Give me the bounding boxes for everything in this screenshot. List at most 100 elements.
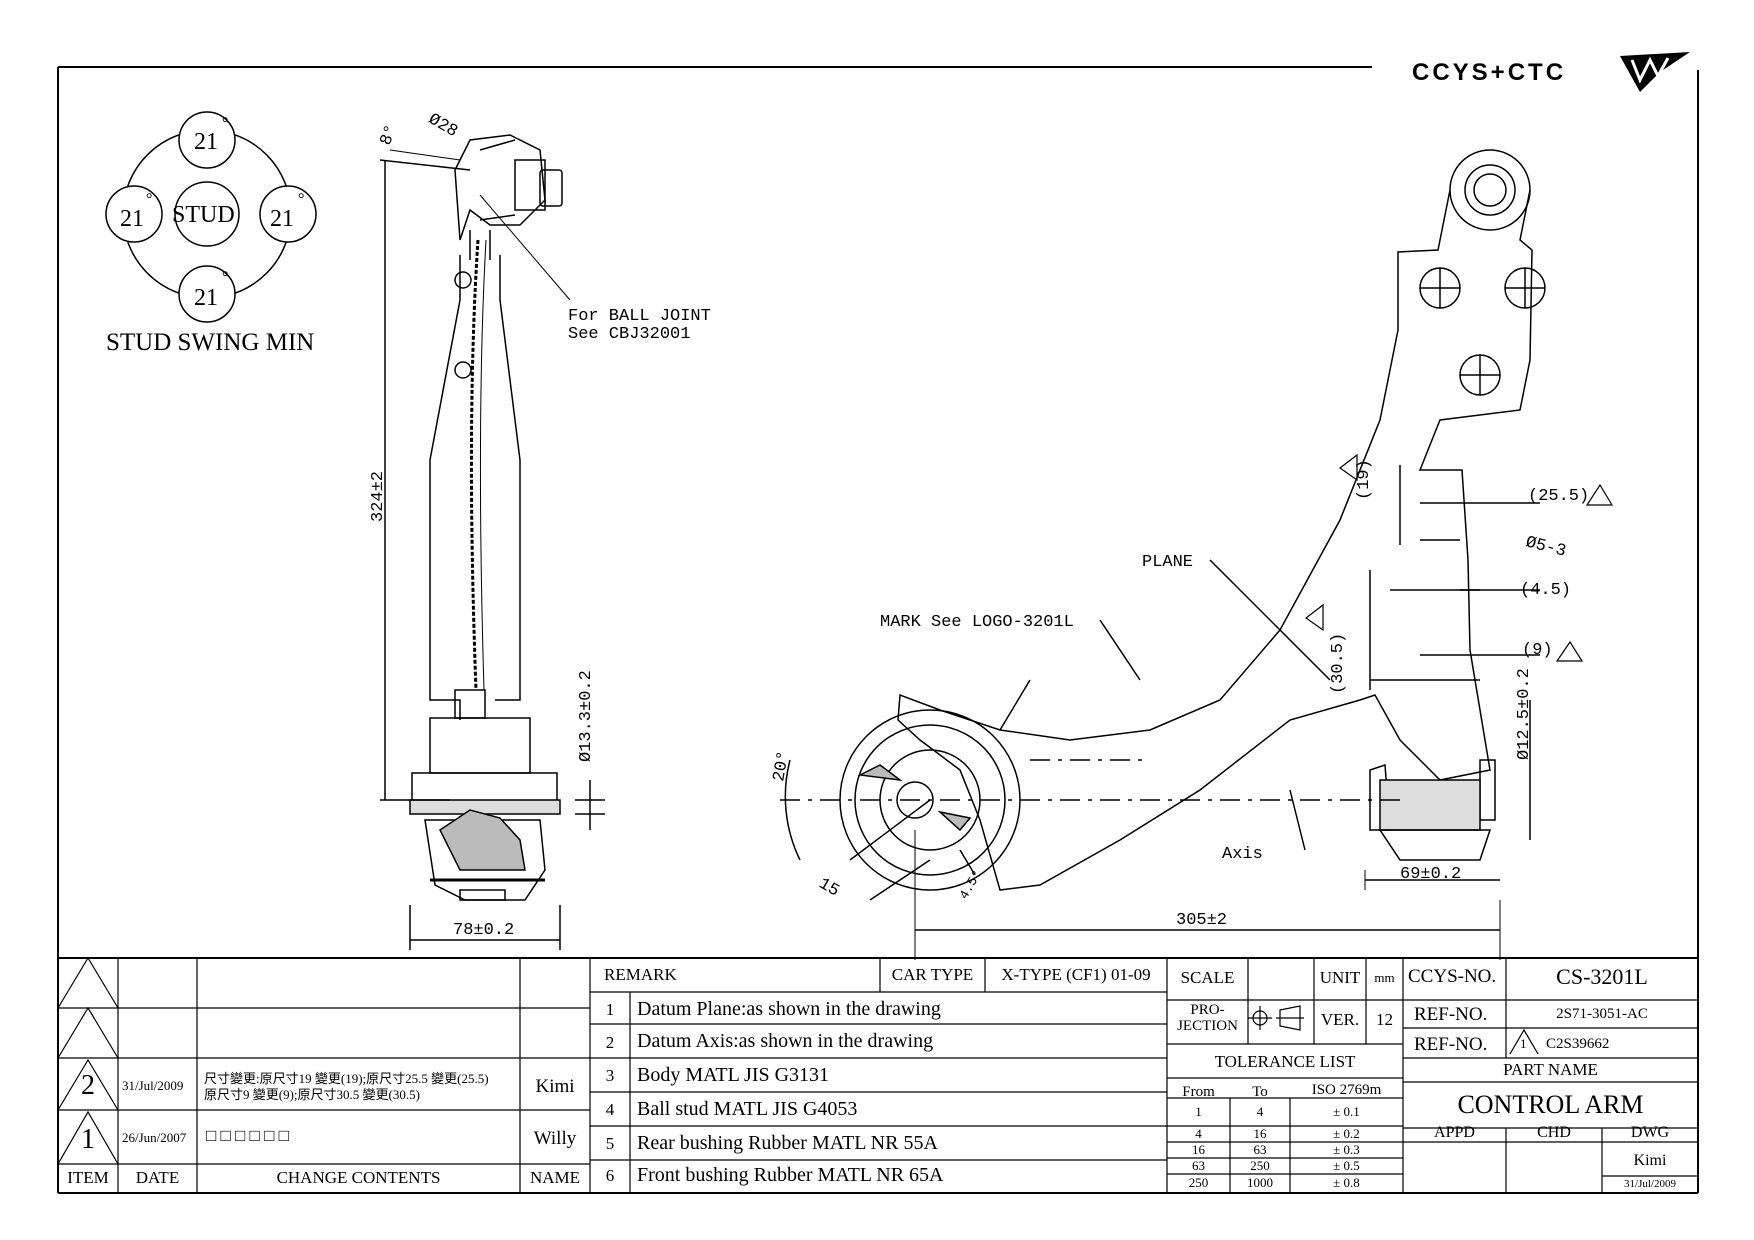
ref-number-2: C2S39662 <box>1546 1036 1610 1052</box>
tol-from-4: 63 <box>1192 1158 1205 1173</box>
tol-to-5: 1000 <box>1247 1175 1273 1190</box>
plan-dim-30-5: (30.5) <box>1329 633 1348 694</box>
ver-label: VER. <box>1320 1010 1360 1029</box>
revision-name-2: Kimi <box>535 1076 575 1097</box>
part-name: CONTROL ARM <box>1457 1090 1644 1119</box>
tol-to-1: 4 <box>1256 1104 1264 1119</box>
revision-markers <box>1304 453 1614 662</box>
side-length-dim: 324±2 <box>369 471 388 522</box>
tol-to-4: 250 <box>1250 1158 1270 1173</box>
ref-number-1: 2S71-3051-AC <box>1556 1006 1648 1022</box>
remark-no-2: 2 <box>605 1033 615 1052</box>
ccys-number: CS-3201L <box>1556 964 1648 989</box>
plan-dim-12-5: Ø12.5±0.2 <box>1515 668 1534 760</box>
remark-no-5: 5 <box>605 1134 615 1153</box>
remark-no-3: 3 <box>605 1066 615 1085</box>
plan-dim-5-3: Ø5-3 <box>1524 533 1568 561</box>
swing-bottom-value: 21 <box>194 285 218 311</box>
car-type-label: CAR TYPE <box>891 965 974 984</box>
tol-value-2: ± 0.2 <box>1333 1126 1360 1141</box>
tol-header-iso: ISO 2769m <box>1311 1082 1382 1098</box>
plan-dim-69: 69±0.2 <box>1400 865 1461 884</box>
remark-text-2: Datum Axis:as shown in the drawing <box>637 1030 934 1052</box>
swing-right-value: 21 <box>270 206 294 232</box>
tol-value-3: ± 0.3 <box>1333 1142 1360 1157</box>
swing-right-degree: ° <box>298 191 304 208</box>
revision-contents-2a: 尺寸變更:原尺寸19 變更(19);原尺寸25.5 變更(25.5) <box>204 1071 489 1086</box>
side-note-line2: See CBJ32001 <box>568 325 690 344</box>
side-dia-dim: Ø28 <box>425 110 461 142</box>
revision-item-1: 1 <box>81 1124 95 1155</box>
projection-label-2: JECTION <box>1177 1018 1238 1034</box>
side-view-drawing <box>379 134 605 950</box>
revision-header-contents: CHANGE CONTENTS <box>276 1168 441 1187</box>
projection-label-1: PRO- <box>1190 1002 1225 1018</box>
swing-caption: STUD SWING MIN <box>106 329 314 356</box>
unit-label: UNIT <box>1319 968 1361 987</box>
plan-label-plane: PLANE <box>1142 553 1193 572</box>
ref-label-2: REF-NO. <box>1414 1034 1488 1055</box>
plan-label-axis: Axis <box>1222 845 1263 864</box>
plan-label-mark: MARK See LOGO-3201L <box>880 613 1074 632</box>
tol-from-5: 250 <box>1188 1175 1209 1190</box>
revision-header-date: DATE <box>135 1168 180 1187</box>
remark-no-1: 1 <box>605 1000 615 1019</box>
side-note-line1: For BALL JOINT <box>568 307 711 326</box>
logo-text: CCYS+CTC <box>1412 59 1566 86</box>
plan-dim-305: 305±2 <box>1176 911 1227 930</box>
ref-label-1: REF-NO. <box>1414 1004 1488 1025</box>
remark-header: REMARK <box>604 965 677 984</box>
stud-swing-diagram <box>105 111 317 323</box>
chd-label: CHD <box>1537 1124 1571 1141</box>
part-name-label: PART NAME <box>1503 1060 1598 1079</box>
plan-dim-15: 15 <box>815 875 842 902</box>
tol-value-4: ± 0.5 <box>1333 1158 1360 1173</box>
tol-from-2: 4 <box>1195 1126 1202 1141</box>
revision-date-2: 31/Jul/2009 <box>122 1078 184 1093</box>
dwg-name: Kimi <box>1633 1152 1667 1169</box>
swing-bottom-degree: ° <box>222 269 228 286</box>
drawing-frame <box>57 66 1699 1194</box>
swing-top-degree: ° <box>222 115 228 132</box>
plan-dim-20: 20° <box>770 750 794 783</box>
side-bush-dia-dim: Ø13.3±0.2 <box>577 670 596 762</box>
plan-view-drawing <box>780 149 1546 960</box>
swing-center-label: STUD <box>172 202 235 228</box>
remark-text-1: Datum Plane:as shown in the drawing <box>637 998 941 1020</box>
remark-no-4: 4 <box>605 1100 615 1119</box>
appd-label: APPD <box>1434 1124 1475 1141</box>
revision-name-1: Willy <box>533 1128 577 1149</box>
dwg-label: DWG <box>1630 1124 1670 1141</box>
scale-label: SCALE <box>1180 968 1235 987</box>
tol-header-to: To <box>1252 1084 1268 1100</box>
revision-date-1: 26/Jun/2007 <box>122 1130 187 1145</box>
tol-from-1: 1 <box>1195 1104 1202 1119</box>
swing-left-degree: ° <box>146 191 152 208</box>
remark-text-3: Body MATL JIS G3131 <box>637 1064 830 1086</box>
revision-contents-2b: 原尺寸9 變更(9);原尺寸30.5 變更(30.5) <box>204 1087 420 1102</box>
plan-dim-19: (19) <box>1355 459 1374 500</box>
tol-value-1: ± 0.1 <box>1333 1104 1360 1119</box>
side-width-dim: 78±0.2 <box>453 921 514 940</box>
ver-value: 12 <box>1376 1010 1393 1029</box>
tol-header-from: From <box>1182 1084 1215 1100</box>
swing-left-value: 21 <box>120 206 144 232</box>
remark-no-6: 6 <box>605 1166 615 1185</box>
swing-top-value: 21 <box>194 129 218 155</box>
revision-header-item: ITEM <box>67 1168 109 1187</box>
revision-header-name: NAME <box>529 1168 581 1187</box>
ccys-label: CCYS-NO. <box>1408 966 1497 987</box>
revision-contents-1: □ □ □ □ □ □ <box>206 1126 289 1145</box>
remark-text-4: Ball stud MATL JIS G4053 <box>637 1098 858 1120</box>
ref-rev-mark: 1 <box>1520 1036 1527 1051</box>
title-block-grid <box>57 956 1698 1193</box>
plan-dim-4-5: (4.5) <box>1520 581 1571 600</box>
tol-from-3: 16 <box>1192 1142 1205 1157</box>
tol-to-2: 16 <box>1253 1126 1267 1141</box>
tol-value-5: ± 0.8 <box>1333 1175 1360 1190</box>
plan-dim-25-5: (25.5) <box>1528 487 1589 506</box>
remark-text-5: Rear bushing Rubber MATL NR 55A <box>637 1132 938 1154</box>
remark-text-6: Front bushing Rubber MATL NR 65A <box>637 1164 944 1186</box>
car-type-value: X-TYPE (CF1) 01-09 <box>1001 965 1151 984</box>
